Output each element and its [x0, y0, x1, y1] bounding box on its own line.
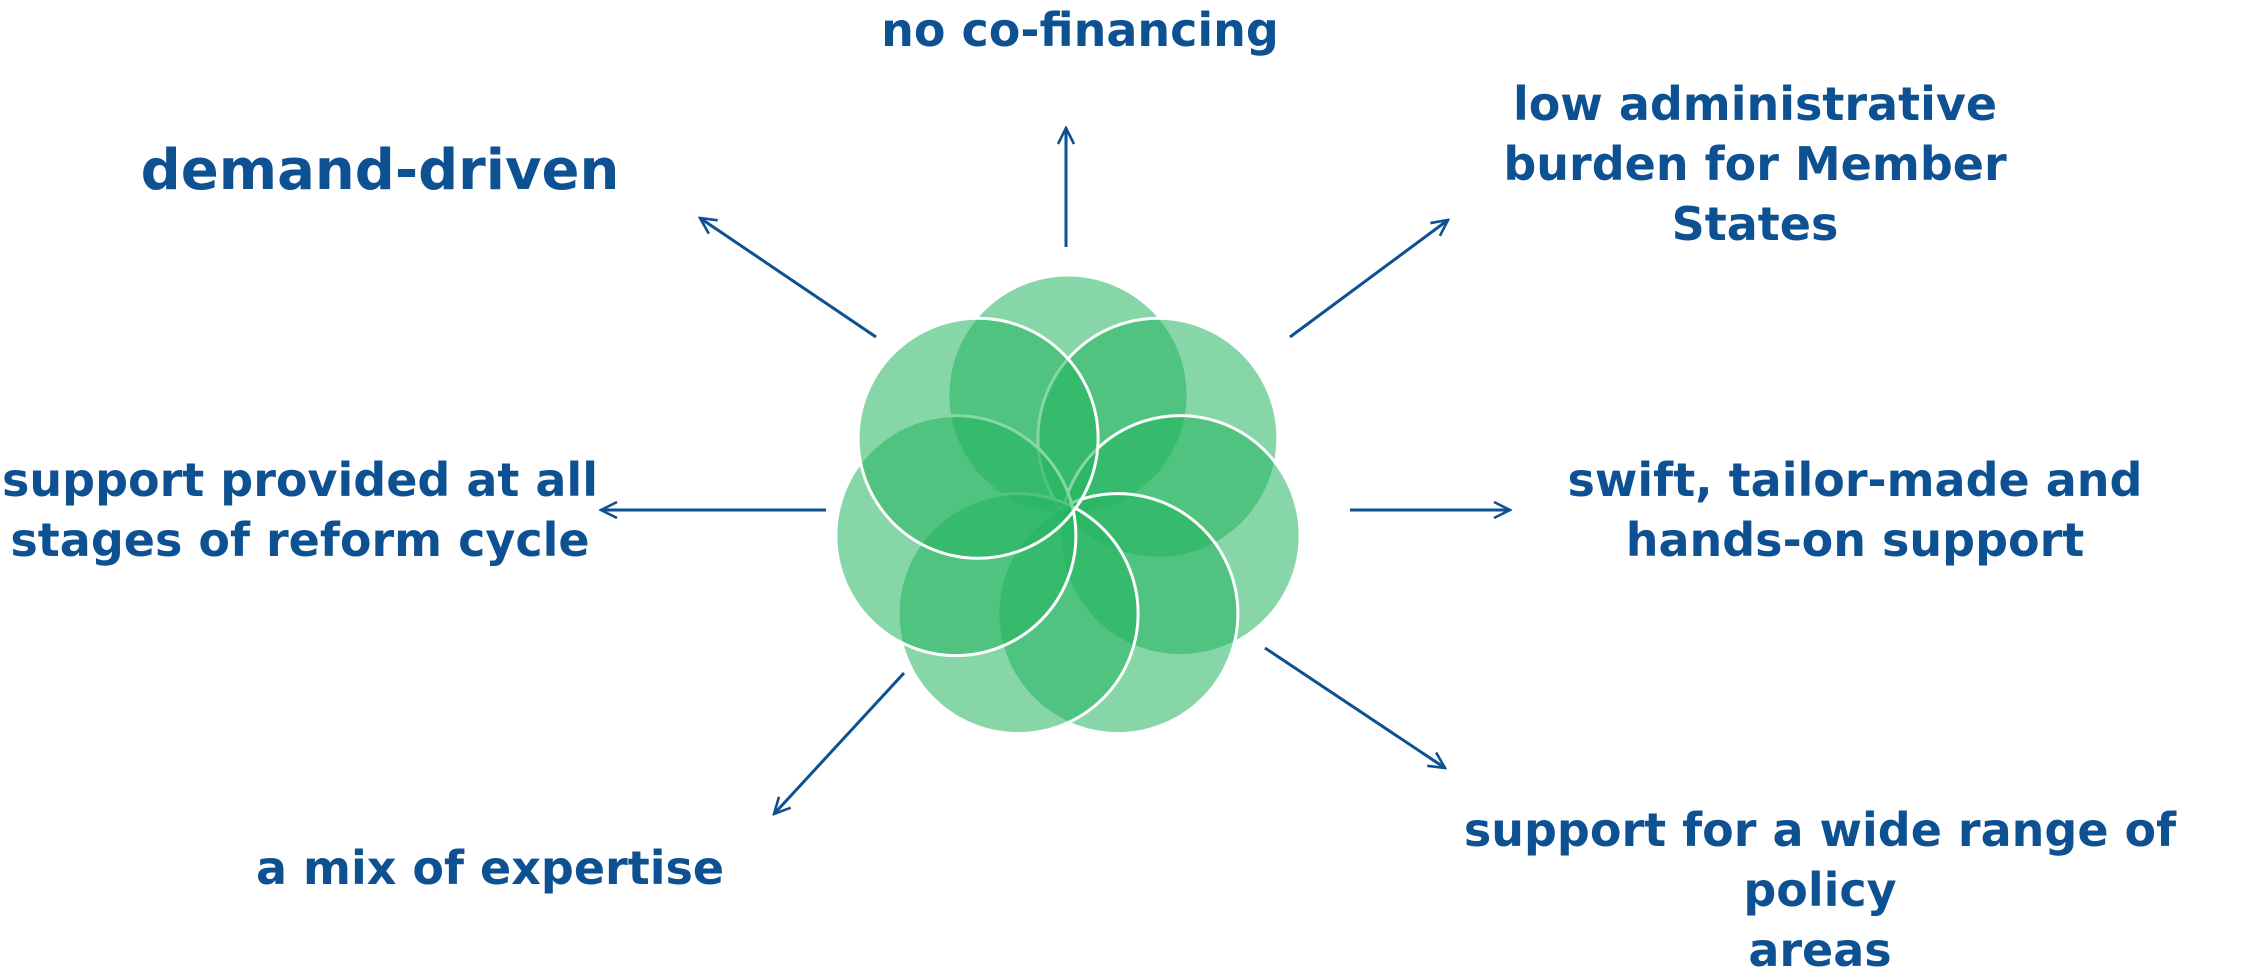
label-demand-driven: demand-driven [140, 138, 620, 203]
arrow-to-wide-range [1264, 646, 1445, 768]
arrow-to-mix-of-expertise [774, 671, 906, 814]
flower-icon [834, 273, 1302, 736]
label-mix-of-expertise: a mix of expertise [255, 841, 725, 895]
label-swift-support: swift, tailor-made and hands-on support [1567, 453, 2143, 567]
label-low-admin-burden: low administrative burden for Member Sta… [1503, 77, 2007, 251]
label-all-stages: support provided at all stages of reform… [2, 453, 598, 567]
flower-petal [856, 316, 1100, 560]
label-no-co-financing: no co-financing [881, 3, 1279, 57]
diagram-canvas [0, 0, 2257, 909]
arrow-to-low-admin-burden [1289, 220, 1448, 339]
arrow-to-demand-driven [700, 218, 877, 339]
arrows-group [601, 128, 1510, 814]
label-wide-range: support for a wide range of policy areas [1463, 803, 2177, 977]
